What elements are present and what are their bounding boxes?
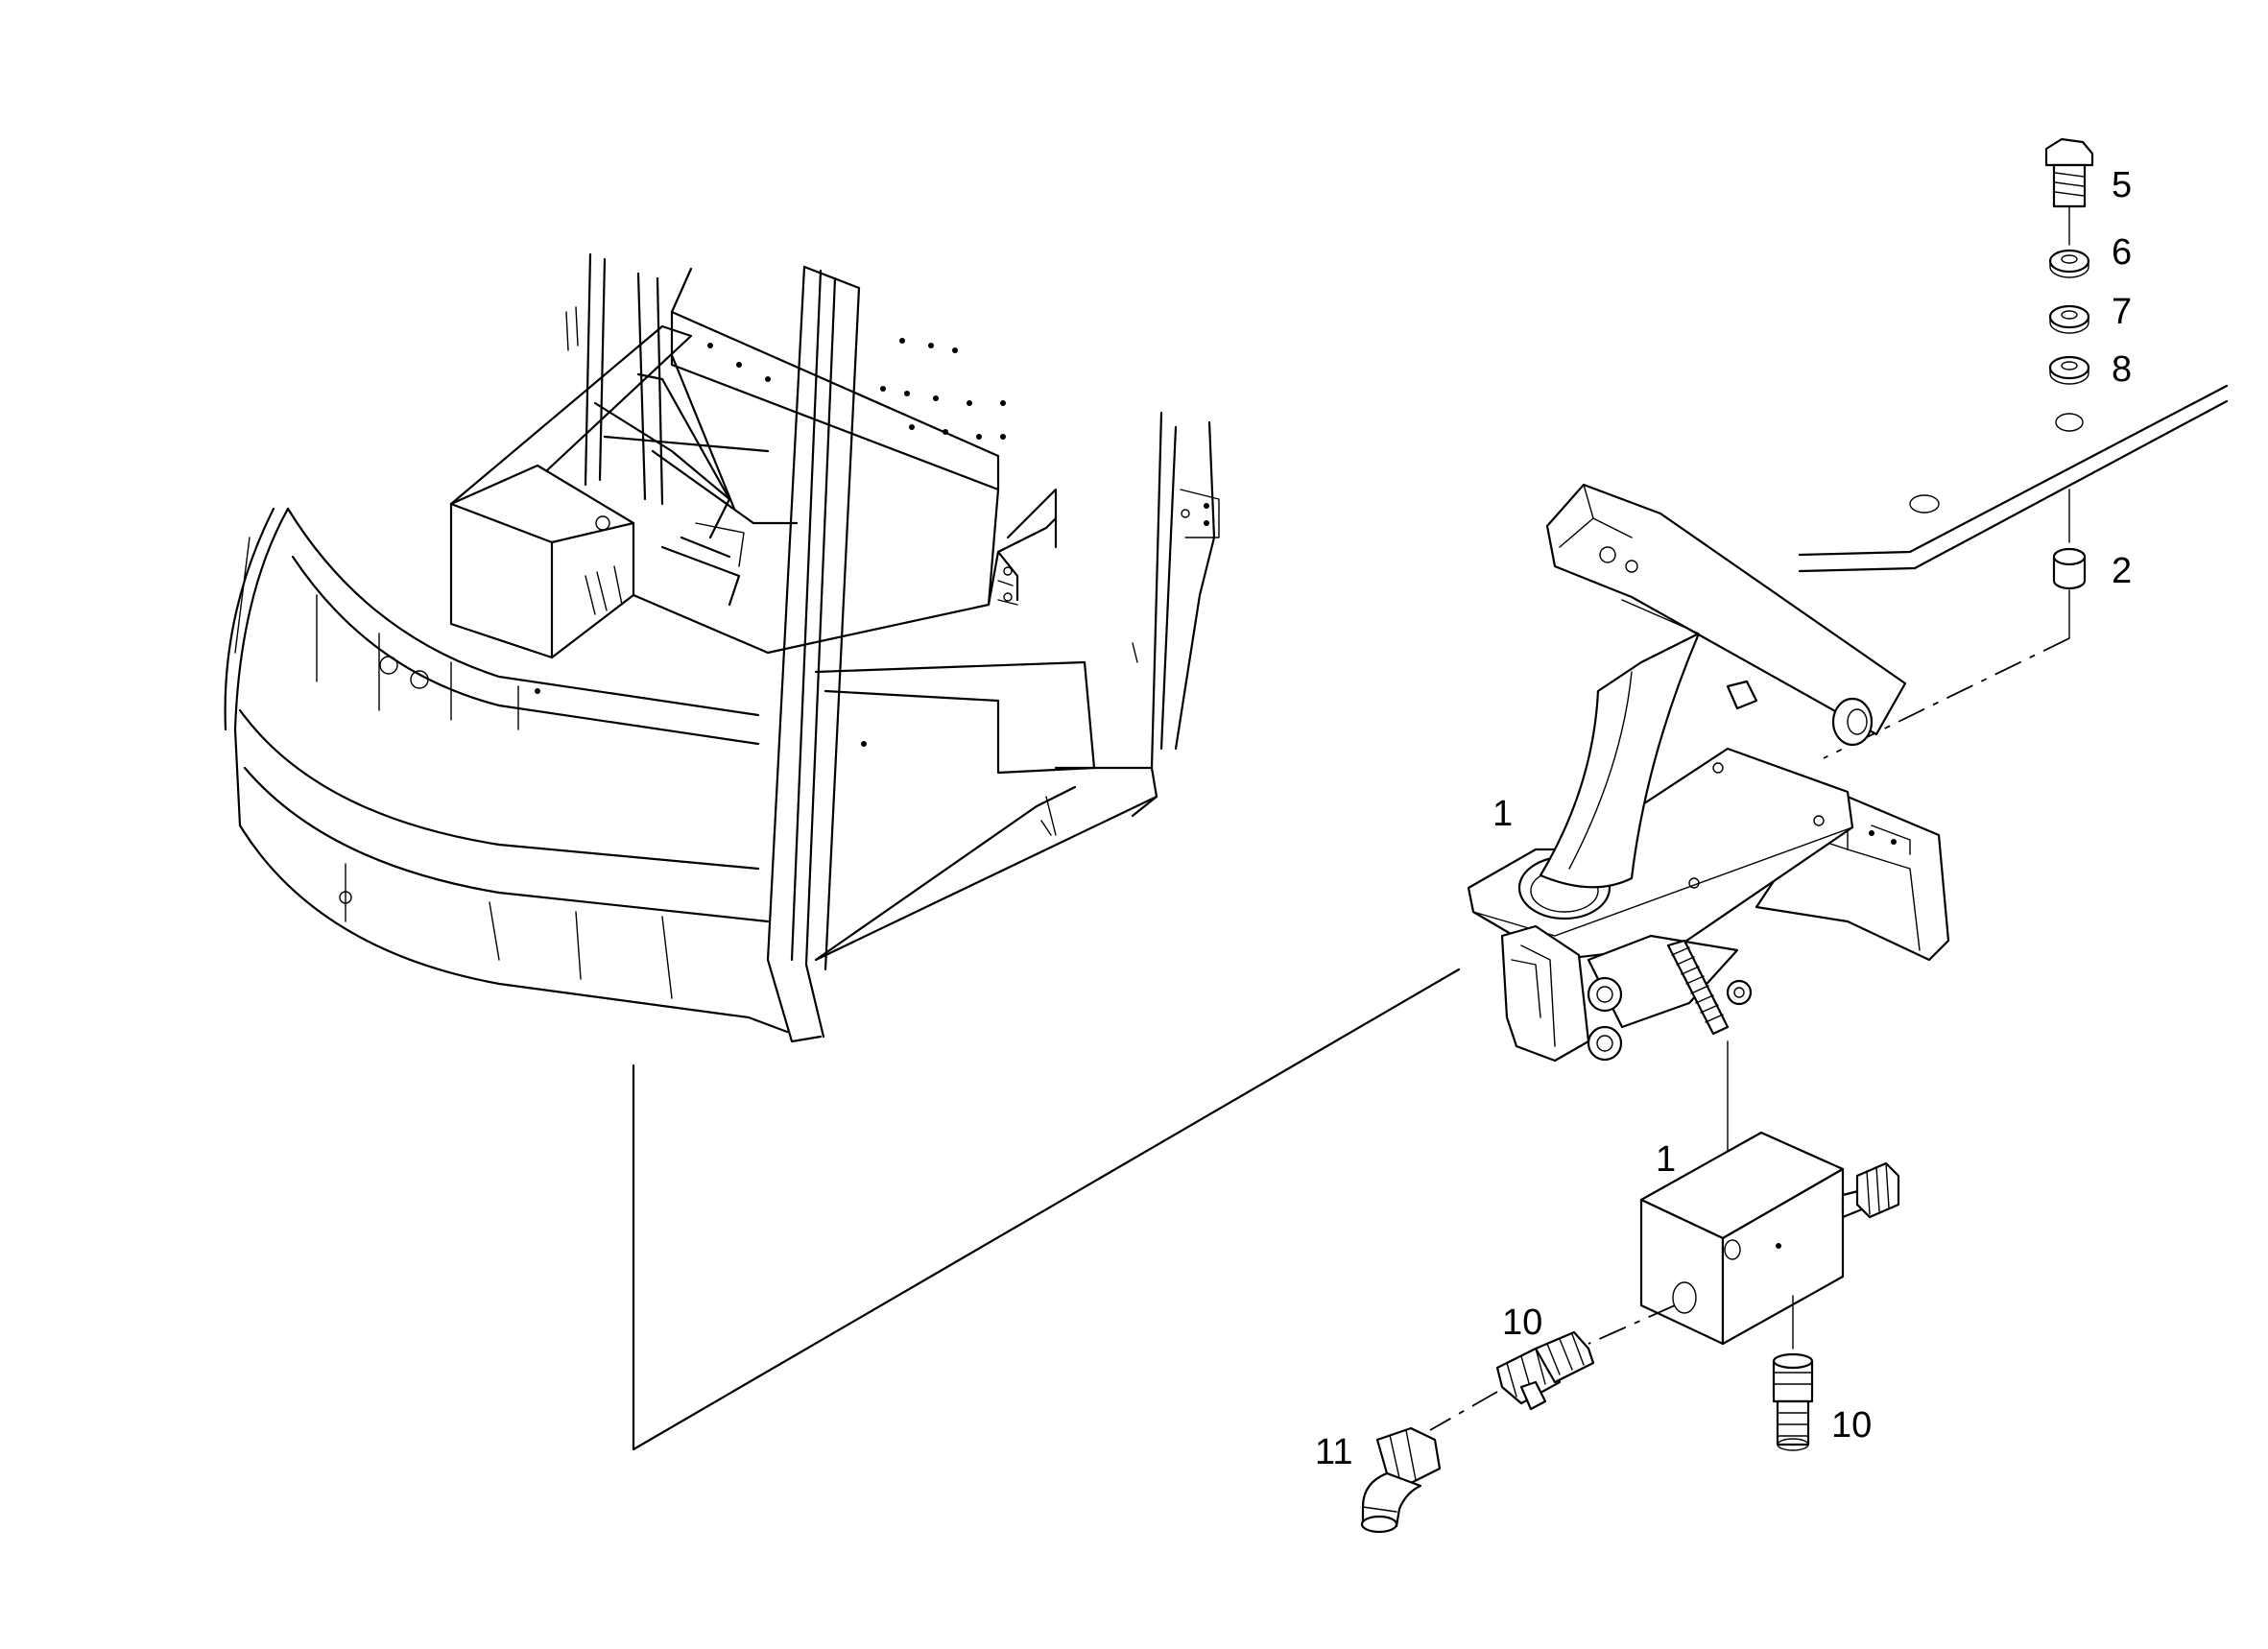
leader-block-fitting <box>1588 1304 1676 1345</box>
callout-10-left: 10 <box>1502 1302 1542 1343</box>
callout-5: 5 <box>2112 165 2132 205</box>
bolt-5 <box>2044 137 2094 208</box>
callout-8: 8 <box>2112 349 2132 390</box>
washer-6 <box>2048 249 2090 278</box>
floor-plate <box>1798 384 2229 573</box>
callout-7: 7 <box>2112 292 2132 332</box>
leader-chassis <box>632 968 1461 1451</box>
callout-labels: 5 6 7 8 2 1 1 10 10 11 <box>1315 165 2132 1472</box>
callout-6: 6 <box>2112 232 2132 273</box>
leader-fitting-elbow <box>1429 1391 1498 1431</box>
truck-chassis <box>224 252 1220 1043</box>
callout-2: 2 <box>2112 551 2132 591</box>
callout-10-right: 10 <box>1831 1405 1872 1446</box>
pedal-assembly <box>1467 483 1950 1063</box>
washer-8 <box>2048 355 2090 385</box>
callout-1-pedal: 1 <box>1492 794 1513 834</box>
elbow-fitting-11 <box>1360 1426 1442 1534</box>
fitting-10-left <box>1495 1330 1595 1411</box>
valve-side-fitting <box>1841 1161 1900 1219</box>
valve-block <box>1639 1131 1900 1350</box>
washer-7 <box>2048 304 2090 334</box>
callout-1-valve: 1 <box>1656 1139 1676 1180</box>
fitting-10-right <box>1772 1352 1814 1451</box>
callout-11: 11 <box>1315 1432 1352 1472</box>
spacer-2 <box>2052 547 2087 590</box>
